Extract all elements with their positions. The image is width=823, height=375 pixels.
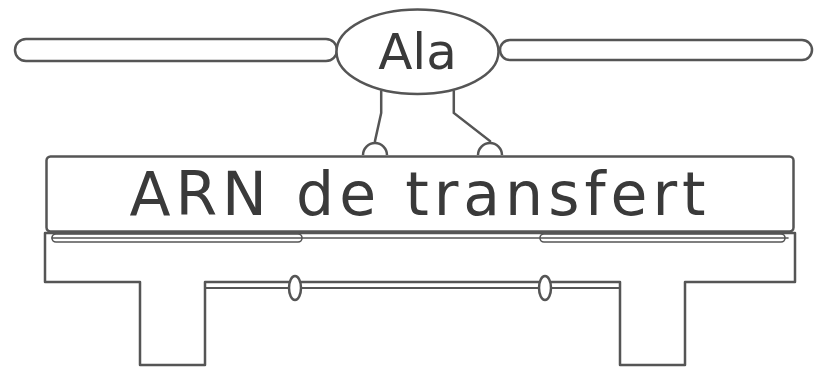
right-arm <box>500 40 812 60</box>
amino-acid-oval: Ala <box>335 8 500 95</box>
leg-foot <box>478 143 502 155</box>
leg-foot <box>363 143 387 155</box>
stem-bar <box>540 234 785 242</box>
loop-line <box>205 287 620 289</box>
amino-acid-label: Ala <box>378 23 457 81</box>
loop-bead <box>289 276 301 300</box>
anticodon-base <box>45 233 795 365</box>
trna-body-box: ARN de transfert <box>45 155 795 233</box>
molecule-label: ARN de transfert <box>129 159 710 229</box>
stem-line <box>52 237 788 239</box>
left-arm <box>15 39 337 61</box>
stem-bar <box>52 234 302 242</box>
loop-bead <box>539 276 551 300</box>
